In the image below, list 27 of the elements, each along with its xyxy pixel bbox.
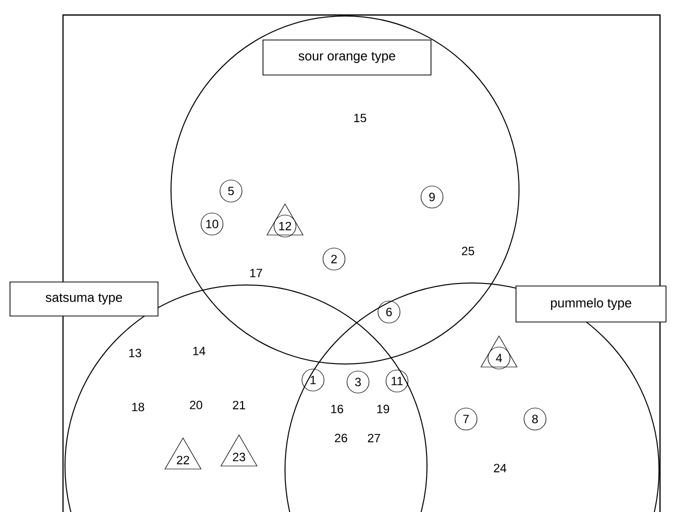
number-label: 14 — [193, 346, 206, 356]
number-label: 16 — [331, 404, 344, 414]
number-label: 27 — [368, 434, 380, 442]
circled-number: 7 — [454, 408, 478, 430]
number-label: 20 — [190, 400, 202, 410]
number-label: 26 — [334, 434, 348, 442]
number-label: 18 — [132, 402, 144, 412]
number-label: 24 — [494, 464, 506, 472]
circled-number: 10 — [200, 212, 224, 236]
label-box: satsuma type — [10, 282, 158, 316]
circled-number: 5 — [220, 180, 242, 202]
circled-number: 2 — [322, 248, 346, 270]
circled-number: 8 — [524, 408, 546, 430]
number-label: 17 — [250, 268, 262, 278]
circled-number: 11 — [386, 370, 408, 392]
circled-number: 1 — [302, 368, 324, 392]
number-label: 13 — [129, 348, 142, 358]
circled-number: 3 — [346, 370, 370, 394]
number-label: 21 — [232, 400, 246, 410]
number-label: 25 — [462, 246, 474, 256]
number-label: 15 — [354, 114, 366, 122]
label-box: pummelo type — [516, 286, 666, 322]
label-box: sour orange type — [262, 40, 432, 76]
number-label: 19 — [377, 404, 390, 414]
circled-number: 9 — [420, 186, 444, 208]
circled-number: 6 — [378, 300, 400, 324]
venn-circle — [170, 16, 520, 364]
